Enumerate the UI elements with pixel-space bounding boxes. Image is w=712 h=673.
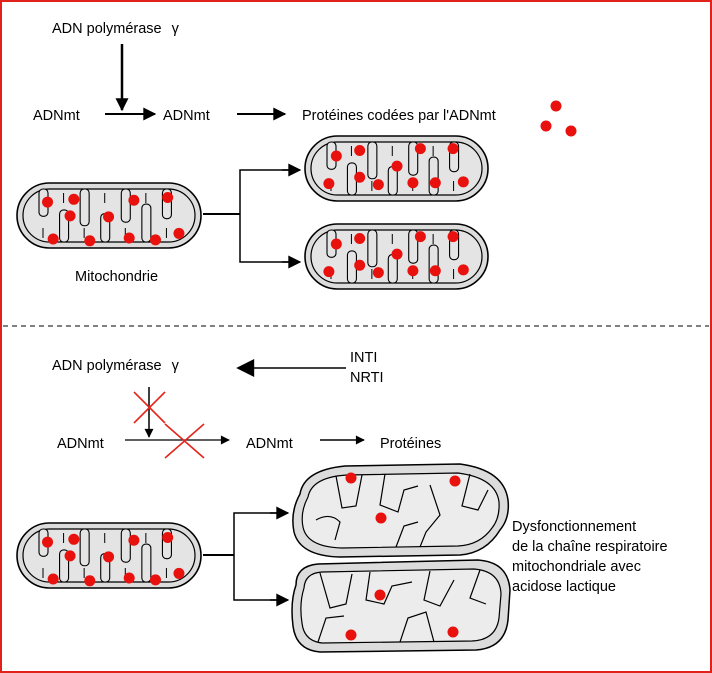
mtdna-dot xyxy=(429,177,441,189)
bottom-split-connector-bracket xyxy=(233,512,284,601)
mtdna-dot xyxy=(103,551,115,563)
mtdna-dot xyxy=(173,227,185,239)
mtdna-dot xyxy=(414,231,426,243)
outcome-line-4: acidose lactique xyxy=(512,579,616,595)
bottom-section: ADN polymérase γ INTI NRTI ADNmt ADNmt P… xyxy=(16,350,668,653)
mtdna-dot xyxy=(173,567,185,579)
parent-mitochondrion xyxy=(16,182,202,249)
mtdna-dot xyxy=(64,550,76,562)
mtdna-dot xyxy=(323,266,335,278)
mtdna-dot xyxy=(47,573,59,585)
mtdna-dot xyxy=(42,196,54,208)
mtdna-dot xyxy=(391,248,403,260)
outcome-line-1: Dysfonctionnement xyxy=(512,519,636,535)
mtdna-dot xyxy=(42,536,54,548)
daughter-mitochondrion-upper xyxy=(304,135,489,202)
mtdna-dot xyxy=(457,264,469,276)
mtdna-dot xyxy=(128,534,140,546)
mtdna-dot xyxy=(162,531,174,543)
mtdna-dot xyxy=(123,572,135,584)
protein-dot xyxy=(550,100,562,112)
bottom-source-dna-label: ADNmt xyxy=(57,436,104,452)
mtdna-dot xyxy=(447,231,459,243)
mtdna-dot xyxy=(162,191,174,203)
mtdna-dot xyxy=(123,232,135,244)
bottom-proteins-label: Protéines xyxy=(380,436,441,452)
mtdna-dot xyxy=(372,267,384,279)
daughter-mitochondrion-lower xyxy=(304,223,489,290)
mtdna-dot xyxy=(330,150,342,162)
mtdna-dot xyxy=(84,575,96,587)
split-connector-bracket xyxy=(239,169,296,263)
mtdna-dot xyxy=(68,533,80,545)
mtdna-dot xyxy=(354,144,366,156)
top-product-dna-label: ADNmt xyxy=(163,108,210,124)
mtdna-dot xyxy=(68,193,80,205)
mtdna-dot xyxy=(354,232,366,244)
protein-dot xyxy=(540,120,552,132)
blocked-polymerase-cross-icon xyxy=(133,391,166,424)
damaged-mitochondrion-upper xyxy=(292,463,510,558)
outcome-line-2: de la chaîne respiratoire xyxy=(512,539,668,555)
mtdna-dot xyxy=(354,171,366,183)
mtdna-dot xyxy=(149,574,161,586)
inhibitor-label-nrti: NRTI xyxy=(350,370,384,386)
mtdna-dot xyxy=(103,211,115,223)
mtdna-dot xyxy=(128,194,140,206)
mtdna-dot xyxy=(429,265,441,277)
mtdna-dot xyxy=(457,176,469,188)
top-source-dna-label: ADNmt xyxy=(33,108,80,124)
mtdna-dot xyxy=(84,235,96,247)
top-enzyme-label: ADN polymérase γ xyxy=(52,21,180,37)
mtdna-dot xyxy=(354,259,366,271)
top-section: ADN polymérase γ ADNmt ADNmt Protéines c… xyxy=(16,21,577,290)
blocked-replication-cross-icon xyxy=(164,423,205,459)
mtdna-dot xyxy=(407,177,419,189)
mtdna-dot xyxy=(64,210,76,222)
mtdna-dot xyxy=(47,233,59,245)
mtdna-dot xyxy=(330,238,342,250)
top-proteins-label: Protéines codées par l'ADNmt xyxy=(302,108,496,124)
mtdna-dot xyxy=(414,143,426,155)
mtdna-dot xyxy=(323,178,335,190)
mitochondrion-label: Mitochondrie xyxy=(75,269,158,285)
damaged-mitochondrion-lower xyxy=(291,559,511,653)
mtdna-dot xyxy=(149,234,161,246)
mtdna-dot xyxy=(407,265,419,277)
inhibitor-label-inti: INTI xyxy=(350,350,377,366)
bottom-enzyme-label: ADN polymérase γ xyxy=(52,358,180,374)
bottom-product-dna-label: ADNmt xyxy=(246,436,293,452)
outcome-line-3: mitochondriale avec xyxy=(512,559,641,575)
mtdna-dot xyxy=(372,179,384,191)
protein-dot xyxy=(565,125,577,137)
parent-mitochondrion-bottom xyxy=(16,522,202,589)
mtdna-dot xyxy=(391,160,403,172)
mtdna-dot xyxy=(447,143,459,155)
